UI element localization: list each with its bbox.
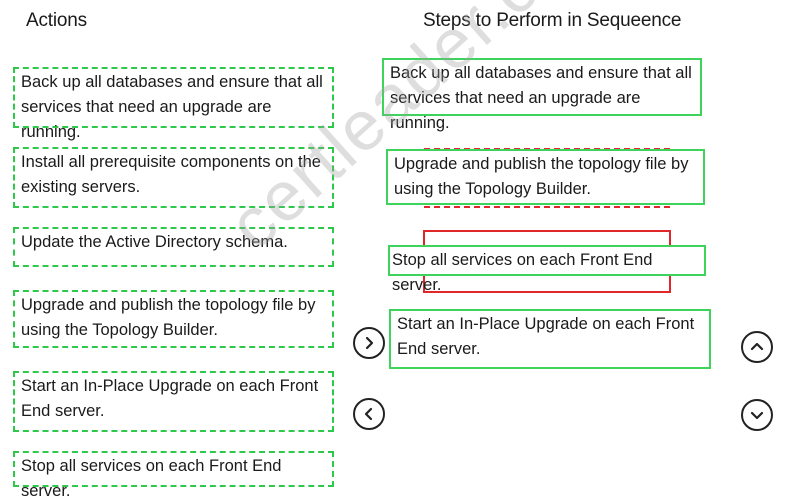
action-item[interactable]: Upgrade and publish the topology file by… — [13, 290, 334, 348]
actions-heading: Actions — [26, 10, 87, 31]
chevron-down-icon — [750, 411, 764, 420]
steps-heading: Steps to Perform in Sequeence — [423, 10, 682, 31]
action-item[interactable]: Stop all services on each Front End serv… — [13, 451, 334, 500]
move-left-button[interactable] — [353, 398, 385, 430]
chevron-right-icon — [365, 336, 374, 350]
chevron-left-icon — [364, 407, 373, 421]
action-item[interactable]: Install all prerequisite components on t… — [13, 147, 334, 208]
step-item[interactable]: Start an In-Place Upgrade on each Front … — [389, 309, 711, 369]
action-item[interactable]: Start an In-Place Upgrade on each Front … — [13, 371, 334, 432]
step-item[interactable]: Back up all databases and ensure that al… — [382, 58, 702, 132]
step-item[interactable]: Stop all services on each Front End serv… — [388, 245, 706, 294]
move-right-button[interactable] — [353, 327, 385, 359]
move-down-button[interactable] — [741, 399, 773, 431]
action-item[interactable]: Back up all databases and ensure that al… — [13, 67, 334, 141]
chevron-up-icon — [750, 342, 764, 351]
move-up-button[interactable] — [741, 331, 773, 363]
action-item[interactable]: Update the Active Directory schema. — [13, 227, 334, 267]
selection-highlight — [424, 206, 670, 208]
step-item[interactable]: Upgrade and publish the topology file by… — [386, 149, 705, 205]
